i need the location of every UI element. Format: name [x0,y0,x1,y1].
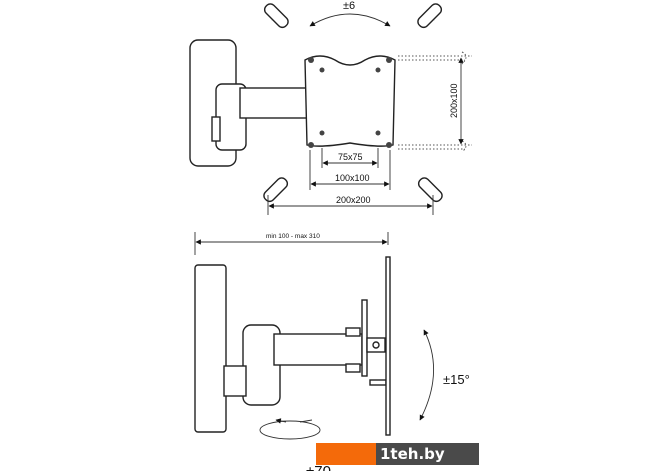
side-view: min 100 - max 310 ±15° ±70 [194,232,470,471]
dim-200x100: 200x100 [449,83,459,118]
tilt-label: ±15° [443,372,470,387]
vesa-plate-side [385,256,391,436]
watermark: 1teh.by [316,443,479,465]
tilt-plate [361,299,368,377]
bolt-top [345,327,361,337]
vesa-plate [304,55,396,147]
bolt-bottom [345,363,361,373]
bracket-hinge [223,365,247,397]
extension-label: min 100 - max 310 [266,233,320,240]
arm-side [273,333,363,366]
wall-plate-side [194,264,227,433]
swivel-arrow [259,420,321,440]
top-view: 200x100 ±6 75x75 100x100 200x200 [189,0,472,215]
tilt-hinge [366,337,386,353]
watermark-text: 1teh.by [376,443,479,465]
dim-200x200: 200x200 [336,195,371,205]
watermark-accent [316,443,376,465]
lock-bolt [369,379,387,386]
dim-100x100: 100x100 [335,173,370,183]
tilt-angle-label: ±6 [343,0,355,12]
swivel-label: ±70 [306,463,331,471]
screw-holes [308,57,392,148]
dim-75x75: 75x75 [338,152,363,162]
bracket-clip [211,116,221,142]
